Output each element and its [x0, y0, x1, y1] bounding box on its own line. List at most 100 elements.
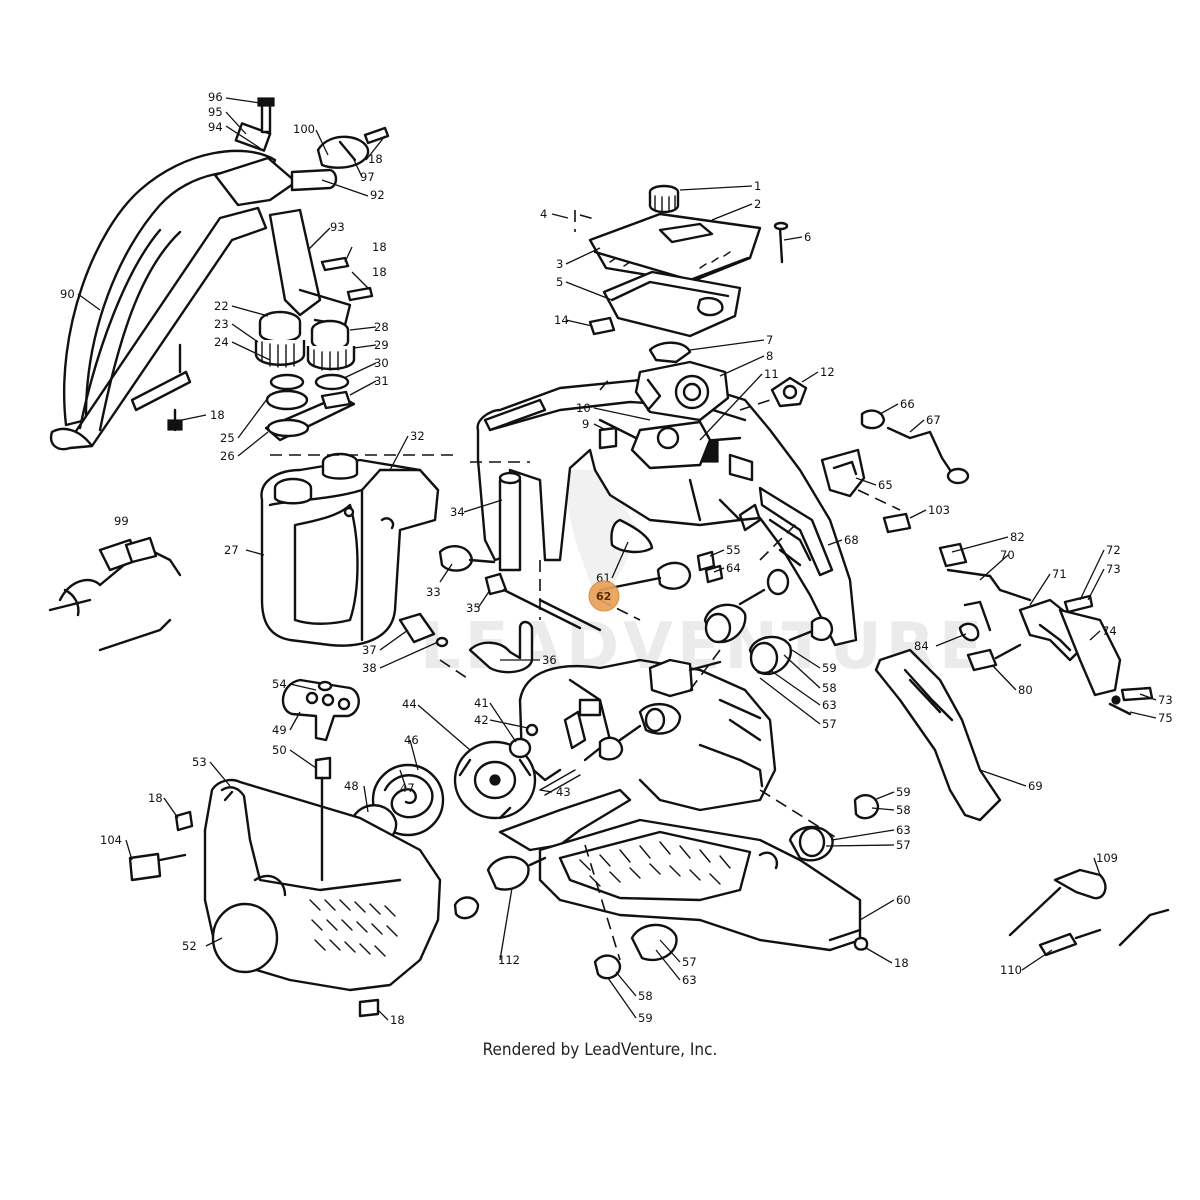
- hotspot-label[interactable]: 62: [596, 590, 611, 603]
- part-label: 18: [372, 240, 387, 254]
- part-label: 95: [208, 105, 223, 119]
- part-label: 2: [754, 197, 761, 211]
- part-label: 104: [100, 833, 122, 847]
- part-label: 18: [390, 1013, 405, 1027]
- part-label: 80: [1018, 683, 1033, 697]
- part-label: 4: [540, 207, 547, 221]
- part-label: 31: [374, 374, 389, 388]
- part-label: 59: [822, 661, 837, 675]
- part-label: 26: [220, 449, 235, 463]
- part-label: 27: [224, 543, 239, 557]
- part-label: 94: [208, 120, 223, 134]
- part-label: 63: [682, 973, 697, 987]
- part-label: 23: [214, 317, 229, 331]
- part-label: 32: [410, 429, 425, 443]
- part-label: 14: [554, 313, 569, 327]
- part-label: 37: [362, 643, 377, 657]
- part-label: 90: [60, 287, 75, 301]
- fuel-tank: [260, 452, 440, 647]
- starter-cover: [128, 678, 442, 1018]
- part-label: 58: [896, 803, 911, 817]
- part-label: 110: [1000, 963, 1022, 977]
- part-label: 9: [582, 417, 589, 431]
- part-label: 47: [400, 781, 415, 795]
- part-label: 92: [370, 188, 385, 202]
- part-label: 97: [360, 170, 375, 184]
- part-label: 1: [754, 179, 761, 193]
- part-label: 65: [878, 478, 893, 492]
- starter-assembly: [350, 723, 581, 847]
- part-label: 29: [374, 338, 389, 352]
- handle-bar: [49, 97, 390, 451]
- part-label: 71: [1052, 567, 1067, 581]
- part-label: 58: [638, 989, 653, 1003]
- part-label: 5: [556, 275, 563, 289]
- part-label: 55: [726, 543, 741, 557]
- part-label: 18: [372, 265, 387, 279]
- loose-parts: [48, 536, 1170, 980]
- part-label: 18: [894, 956, 909, 970]
- part-label: 34: [450, 505, 465, 519]
- part-label: 74: [1102, 624, 1117, 638]
- part-label: 67: [926, 413, 941, 427]
- part-label: 35: [466, 601, 481, 615]
- part-label: 33: [426, 585, 441, 599]
- part-label: 82: [1010, 530, 1025, 544]
- switch-parts: [820, 409, 970, 534]
- part-label: 6: [804, 230, 811, 244]
- part-label: 36: [542, 653, 557, 667]
- part-label: 112: [498, 953, 520, 967]
- part-label: 57: [896, 838, 911, 852]
- part-label: 57: [822, 717, 837, 731]
- part-label: 75: [1158, 711, 1173, 725]
- part-label: 52: [182, 939, 197, 953]
- watermark-logo: [560, 470, 640, 610]
- engine-block: [498, 658, 869, 952]
- part-label: 73: [1158, 693, 1173, 707]
- part-label: 64: [726, 561, 741, 575]
- part-label: 48: [344, 779, 359, 793]
- part-label: 63: [822, 698, 837, 712]
- part-label: 12: [820, 365, 835, 379]
- part-label: 18: [148, 791, 163, 805]
- part-label: 41: [474, 696, 489, 710]
- part-label: 57: [682, 955, 697, 969]
- part-label: 10: [576, 401, 591, 415]
- part-62-hotspot[interactable]: 62: [588, 580, 620, 612]
- part-label: 73: [1106, 562, 1121, 576]
- part-labels: 96 95 94 100 18 97 92 93 18 18 90 22 23 …: [60, 90, 1173, 1027]
- part-label: 7: [766, 333, 773, 347]
- part-label: 11: [764, 367, 779, 381]
- part-label: 8: [766, 349, 773, 363]
- part-label: 53: [192, 755, 207, 769]
- part-label: 93: [330, 220, 345, 234]
- part-label: 66: [900, 397, 915, 411]
- part-label: 70: [1000, 548, 1015, 562]
- part-label: 46: [404, 733, 419, 747]
- part-label: 50: [272, 743, 287, 757]
- part-label: 84: [914, 639, 929, 653]
- part-label: 59: [638, 1011, 653, 1025]
- part-label: 109: [1096, 851, 1118, 865]
- part-label: 24: [214, 335, 229, 349]
- part-label: 103: [928, 503, 950, 517]
- part-label: 38: [362, 661, 377, 675]
- part-label: 18: [210, 408, 225, 422]
- part-label: 54: [272, 677, 287, 691]
- leader-lines: [77, 97, 1157, 1021]
- part-label: 68: [844, 533, 859, 547]
- clutch-drums: [703, 568, 834, 676]
- part-label: 63: [896, 823, 911, 837]
- part-label: 100: [293, 122, 315, 136]
- part-label: 43: [556, 785, 571, 799]
- linkage-parts: [398, 471, 724, 674]
- hotspot-marker[interactable]: [588, 580, 620, 612]
- part-label: 22: [214, 299, 229, 313]
- exploded-parts-diagram: LEADVENTURE: [48, 90, 1173, 1027]
- part-label: 28: [374, 320, 389, 334]
- part-label: 44: [402, 697, 417, 711]
- part-label: 72: [1106, 543, 1121, 557]
- part-label: 30: [374, 356, 389, 370]
- air-filter-carburetor: [588, 184, 808, 470]
